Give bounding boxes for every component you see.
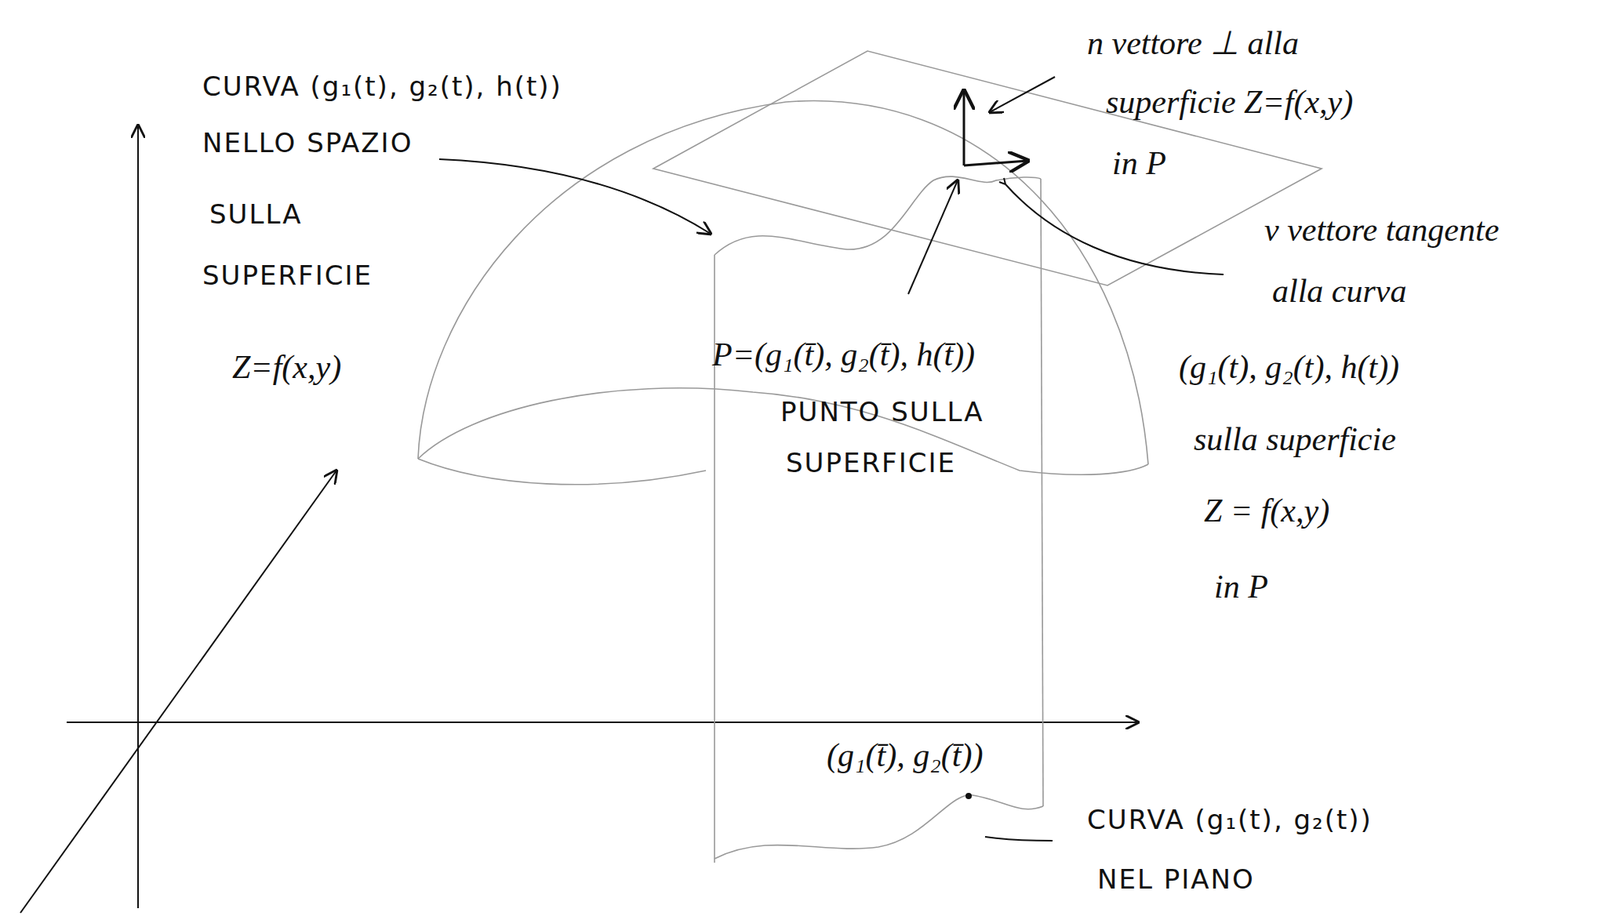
- surface-label: SUPERFICIE: [202, 261, 373, 289]
- plane-point-label: (g₁(t̄), g₂(t̄)): [826, 738, 983, 772]
- tangent-label: v vettore tangente: [1264, 213, 1499, 247]
- normal-label: superficie Z=f(x,y): [1105, 85, 1353, 119]
- tangent-label: Z = f(x,y): [1203, 494, 1330, 528]
- point-label: P=(g₁(t̄), g₂(t̄), h(t̄)): [712, 338, 975, 371]
- normal-label: in P: [1112, 146, 1167, 180]
- tangent-label: in P: [1214, 570, 1269, 604]
- plane-curve-label: CURVA (g₁(t), g₂(t)): [1087, 806, 1373, 833]
- tangent-label: alla curva: [1272, 274, 1407, 308]
- surface-equation: Z=f(x,y): [232, 350, 342, 384]
- surface-label: SULLA: [209, 200, 302, 228]
- tangent-label: (g₁(t), g₂(t), h(t)): [1178, 350, 1400, 384]
- curve-label: NELLO SPAZIO: [202, 129, 413, 157]
- normal-label: n vettore ⊥ alla: [1087, 26, 1299, 60]
- tangent-label: sulla superficie: [1193, 422, 1397, 456]
- point-label: PUNTO SULLA: [780, 398, 985, 426]
- curve-label: CURVA (g₁(t), g₂(t), h(t)): [202, 72, 563, 100]
- point-label: SUPERFICIE: [785, 449, 957, 477]
- plane-curve-label: NEL PIANO: [1097, 865, 1255, 893]
